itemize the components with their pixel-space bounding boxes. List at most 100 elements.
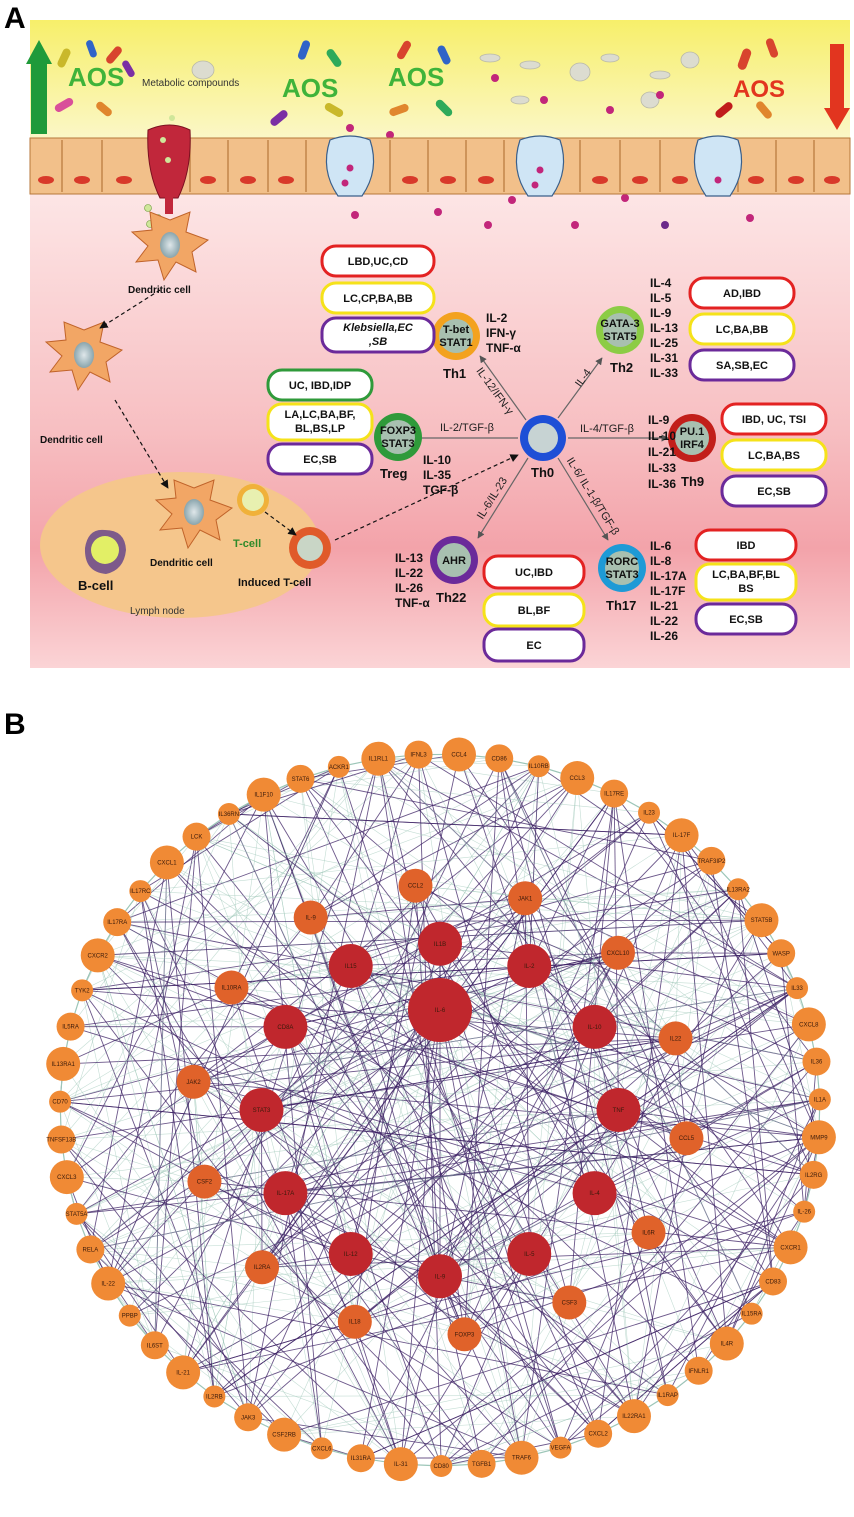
panel-b-letter: B [4, 708, 26, 741]
th9-cytokine-list: IL-9 IL-10 IL-21 IL-33 IL-36 [648, 413, 676, 491]
network-edge [310, 897, 526, 919]
network-edge [261, 1109, 522, 1458]
induced-t-cell-label: Induced T-cell [238, 577, 311, 589]
pill-text: SA,SB,EC [716, 360, 768, 372]
network-edge [261, 860, 712, 1268]
network-edge [439, 1061, 817, 1277]
th9-cell-icon [668, 414, 716, 462]
network-node-circle [664, 818, 699, 853]
network-edge [61, 1139, 727, 1344]
network-node-label: IL-9 [306, 916, 317, 922]
network-node-circle [791, 1007, 826, 1042]
network-edge [59, 1101, 156, 1346]
network-node-circle [596, 1088, 641, 1132]
network-edge [140, 890, 262, 1111]
induced-t-cell-icon [289, 527, 331, 569]
network-node-label: IL1F10 [254, 793, 273, 799]
network-node-label: IFNL3 [410, 753, 427, 759]
network-node: IL15RA [740, 1302, 763, 1325]
network-edge [61, 919, 762, 1140]
network-node: IL-5 [507, 1231, 552, 1276]
network-edge [214, 1109, 262, 1397]
th22-label: Th22 [436, 590, 466, 605]
network-node: IL-22 [91, 1266, 126, 1301]
network-node-label: CSF2RB [272, 1433, 296, 1439]
th17-label: Th17 [606, 598, 636, 613]
network-node: IL36 [802, 1047, 831, 1076]
network-node: STAT6 [286, 764, 315, 793]
network-node: CXCL2 [584, 1419, 613, 1448]
network-node-label: IL17RE [604, 792, 624, 798]
network-node-label: CXCL1 [157, 860, 177, 866]
network-node-label: PPBP [122, 1314, 138, 1320]
th9-label: Th9 [681, 474, 704, 489]
network-edge [63, 754, 419, 1065]
network-node-circle [65, 1202, 88, 1225]
network-edge [284, 1026, 352, 1255]
th2-label: Th2 [610, 360, 633, 375]
pill-text: EC,SB [303, 454, 337, 466]
network-node: CXCR2 [80, 938, 115, 973]
th1-label: Th1 [443, 366, 466, 381]
th9-tf-label: IRF4 [680, 439, 705, 451]
epithelial-channel-icon [147, 115, 191, 214]
network-edge [59, 758, 379, 1102]
network-node-circle [293, 900, 328, 935]
network-node-label: CXCL3 [57, 1175, 77, 1181]
th22-cytokine-list: IL-13 IL-22 IL-26 TNF-α [395, 551, 430, 610]
network-node-circle [709, 1326, 744, 1361]
network-edge [285, 943, 441, 1028]
network-node-circle [214, 970, 249, 1005]
th17-cytokine-list: IL-6 IL-8 IL-17A IL-17F IL-21 IL-22 IL-2… [650, 539, 687, 643]
network-edge [350, 754, 460, 1255]
network-node: CXCL6 [310, 1437, 333, 1460]
network-edge [261, 1109, 668, 1396]
network-edge [182, 794, 264, 1373]
network-edge [117, 921, 595, 1194]
network-node-circle [786, 977, 809, 1000]
network-node: IL10RB [527, 755, 550, 778]
network-edge [82, 952, 782, 991]
pill-text: LBD,UC,CD [348, 256, 409, 268]
network-edge [166, 862, 441, 1011]
th2-cytokine: IL-31 [650, 351, 678, 365]
network-edge [617, 952, 782, 954]
aos-label: AOS [388, 62, 444, 92]
network-edge [66, 1176, 205, 1182]
network-node-circle [616, 1399, 651, 1434]
network-node-label: TNF [613, 1108, 625, 1114]
network-node: CD83 [759, 1267, 788, 1296]
network-node: IL17RA [103, 908, 132, 937]
network-node-label: IL-6 [435, 1008, 446, 1014]
network-edge [458, 754, 699, 1371]
network-node-circle [740, 1302, 763, 1325]
network-node-circle [552, 1285, 587, 1320]
network-edge [686, 1137, 805, 1212]
network-edge [440, 1136, 820, 1467]
pill-text: LC,BA,BS [748, 450, 800, 462]
network-node-circle [600, 779, 629, 808]
network-edge [594, 1061, 817, 1194]
network-edge [214, 1193, 286, 1397]
network-node: TRAF3IP2 [697, 846, 726, 875]
network-edge [90, 1232, 649, 1250]
network-edge [528, 793, 615, 967]
network-edge [70, 965, 530, 1028]
th17-tf-label: RORC [606, 556, 638, 568]
network-node-circle [346, 1444, 375, 1473]
network-node: CSF3 [552, 1285, 587, 1320]
network-node: CCL2 [398, 868, 433, 903]
th9-tf-label: PU.1 [680, 426, 704, 438]
network-edge [261, 1037, 676, 1111]
th2-cytokine: IL-4 [650, 276, 672, 290]
network-edge [247, 952, 782, 1418]
network-node: CCL5 [669, 1121, 704, 1156]
network-edge [204, 1181, 351, 1255]
network-edge [90, 1099, 820, 1250]
network-node-circle [286, 764, 315, 793]
network-node-circle [176, 1064, 211, 1099]
network-node-label: JAK1 [518, 896, 533, 902]
network-edge [228, 813, 441, 1277]
network-node-circle [418, 1254, 462, 1299]
network-node-circle [507, 1231, 552, 1276]
